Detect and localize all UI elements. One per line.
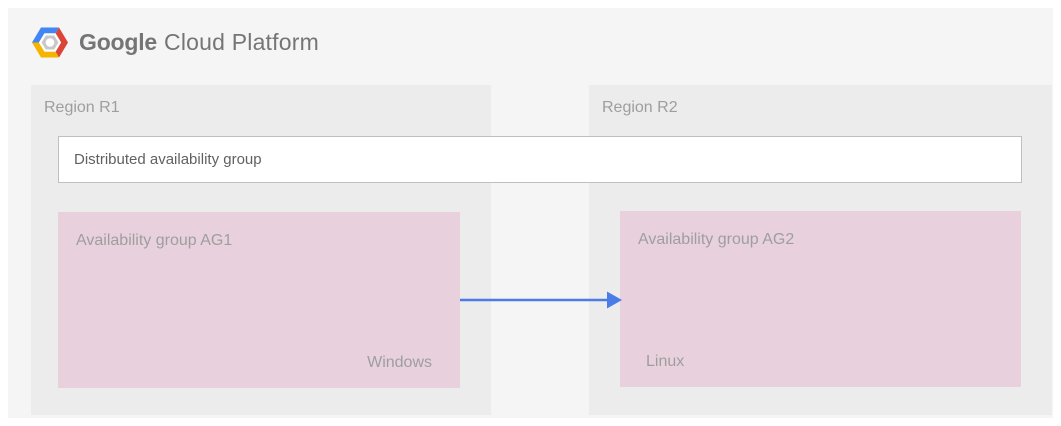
distributed-availability-group-bar: Distributed availability group bbox=[58, 136, 1022, 183]
diagram-canvas: Google Cloud Platform Region R1 Region R… bbox=[8, 8, 1053, 418]
logo-product-text: Cloud Platform bbox=[164, 28, 319, 55]
region-r2-label: Region R2 bbox=[602, 99, 678, 116]
region-r1-label: Region R1 bbox=[44, 99, 120, 116]
linux-os-label: Linux bbox=[646, 353, 685, 370]
availability-group-ag1-box: Availability group AG1 Windows bbox=[58, 212, 460, 388]
availability-group-ag2-box: Availability group AG2 Linux bbox=[620, 211, 1021, 387]
windows-os-label: Windows bbox=[367, 354, 432, 371]
gcp-logo: Google Cloud Platform bbox=[32, 24, 319, 60]
availability-group-ag1-label: Availability group AG1 bbox=[76, 232, 233, 249]
logo-brand-text: Google bbox=[79, 28, 158, 55]
gcp-hexagon-icon bbox=[32, 27, 68, 57]
availability-group-ag2-label: Availability group AG2 bbox=[638, 231, 795, 248]
distributed-availability-group-label: Distributed availability group bbox=[74, 151, 262, 168]
replication-arrow bbox=[460, 291, 622, 309]
